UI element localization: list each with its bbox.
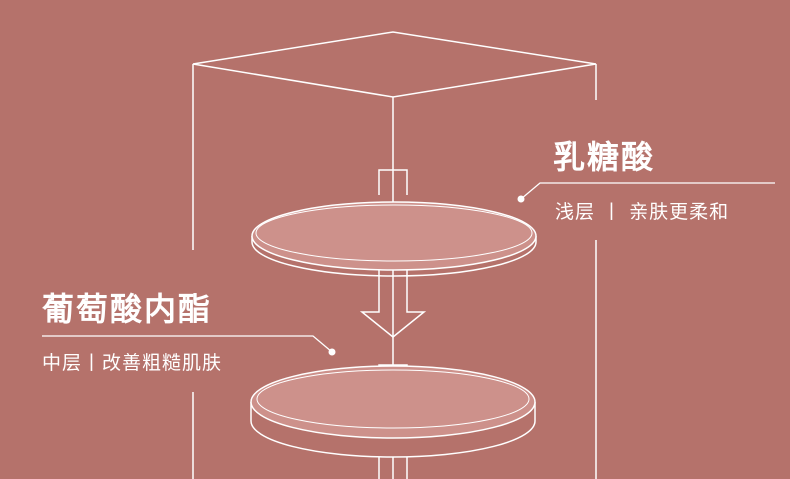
leader-dot-top [517,195,525,203]
disc-lower [250,365,536,458]
top-label-subtitle: 浅层 丨 亲肤更柔和 [555,201,730,223]
top-label-title: 乳糖酸 [553,138,656,176]
middle-label-title: 葡萄酸内酯 [42,290,213,328]
arrow-shaft [359,248,427,338]
leader-dot-middle [328,348,336,356]
arrow-stub-top [378,169,408,195]
leader-line-top [520,182,775,200]
disc-upper [251,201,537,277]
prism-top-face [192,31,597,98]
middle-label-subtitle: 中层丨改善粗糙肌肤 [42,352,223,374]
leader-line-middle [42,335,333,353]
